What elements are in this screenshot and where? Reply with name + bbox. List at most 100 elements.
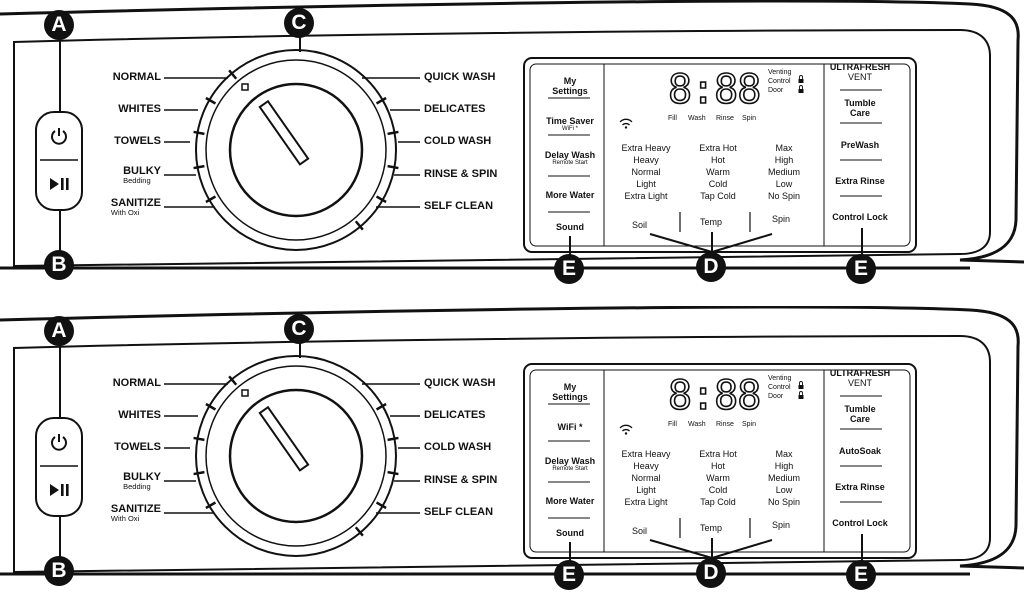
- callout-e-right: E: [846, 254, 876, 284]
- cycle-option[interactable]: WHITES: [118, 410, 161, 421]
- soil-option: Normal: [631, 473, 661, 483]
- panel-outline: [13, 28, 991, 268]
- play-pause-icon: [50, 178, 69, 190]
- button-label: Control Lock: [832, 212, 888, 222]
- lock-icon: [798, 75, 804, 83]
- right-option-button[interactable]: Tumble Care: [828, 404, 892, 424]
- soil-button[interactable]: Soil: [632, 220, 648, 230]
- knob-indicator: [241, 83, 249, 91]
- cycle-option[interactable]: TOWELS: [114, 442, 161, 453]
- spin-button[interactable]: Spin: [772, 520, 791, 530]
- button-sublabel: Remote Start: [552, 160, 588, 166]
- right-option-button[interactable]: Control Lock: [828, 518, 892, 528]
- cycle-option[interactable]: COLD WASH: [424, 135, 492, 147]
- spin-button[interactable]: Spin: [772, 214, 791, 224]
- button-label: PreWash: [840, 140, 880, 150]
- time-display: 8:88: [667, 67, 762, 113]
- venting-indicator: Venting: [768, 375, 792, 382]
- soil-option: Extra Heavy: [621, 143, 671, 153]
- power-button[interactable]: [37, 114, 81, 158]
- stage-indicator: Rinse: [716, 421, 734, 428]
- left-option-button[interactable]: More Water: [538, 190, 602, 200]
- right-option-button[interactable]: Tumble Care: [828, 98, 892, 118]
- right-option-button[interactable]: Control Lock: [828, 212, 892, 222]
- soil-option: Heavy: [633, 155, 659, 165]
- cycle-option[interactable]: NORMAL: [113, 72, 161, 83]
- spin-option: Low: [775, 179, 793, 189]
- left-option-button[interactable]: My Settings: [538, 76, 602, 96]
- dial-tick: [193, 164, 205, 170]
- start-pause-button[interactable]: [37, 162, 81, 206]
- dial-tick: [228, 69, 238, 80]
- control-lock-indicator: Control: [768, 384, 791, 391]
- cycle-option[interactable]: TOWELS: [114, 136, 161, 147]
- cycle-option[interactable]: RINSE & SPIN: [424, 168, 498, 180]
- callout-b: B: [44, 250, 74, 280]
- spin-option: Low: [775, 485, 793, 495]
- temp-button[interactable]: Temp: [700, 217, 723, 227]
- button-label: Delay Wash: [544, 150, 596, 160]
- button-sublabel: VENT: [847, 72, 872, 82]
- dial-tick: [375, 96, 387, 105]
- right-option-button[interactable]: AutoSoak: [828, 446, 892, 456]
- door-lock-indicator: Door: [768, 393, 784, 400]
- left-option-button[interactable]: Sound: [538, 528, 602, 538]
- callout-c: C: [284, 8, 314, 38]
- right-option-button[interactable]: PreWash: [828, 140, 892, 150]
- left-option-button[interactable]: More Water: [538, 496, 602, 506]
- callout-d: D: [696, 558, 726, 588]
- callout-e-left: E: [554, 254, 584, 284]
- temp-option: Cold: [708, 485, 728, 495]
- power-button[interactable]: [37, 420, 81, 464]
- callout-b: B: [44, 556, 74, 586]
- cycle-option[interactable]: NORMAL: [113, 378, 161, 389]
- knob-outer-ring: [195, 355, 397, 557]
- cycle-option[interactable]: QUICK WASH: [424, 71, 496, 83]
- button-label: Delay Wash: [544, 456, 596, 466]
- lock-icon: [798, 391, 804, 399]
- left-option-button[interactable]: WiFi *: [538, 422, 602, 432]
- callout-line-d: [649, 233, 713, 253]
- soil-option: Light: [636, 485, 656, 495]
- cycle-option[interactable]: SELF CLEAN: [424, 200, 494, 212]
- knob-inner-ring: [205, 365, 387, 547]
- cycle-option[interactable]: SELF CLEAN: [424, 506, 494, 518]
- right-option-button[interactable]: Extra Rinse: [828, 482, 892, 492]
- button-label: Sound: [556, 222, 584, 232]
- button-label: AutoSoak: [838, 446, 881, 456]
- cycle-option[interactable]: WHITES: [118, 104, 161, 115]
- start-pause-button[interactable]: [37, 468, 81, 512]
- soil-button[interactable]: Soil: [632, 526, 648, 536]
- spin-option: No Spin: [767, 497, 801, 507]
- stage-indicator: Spin: [742, 421, 757, 428]
- left-option-button[interactable]: My Settings: [538, 382, 602, 402]
- button-sublabel: Remote Start: [552, 466, 588, 472]
- knob-pointer: [258, 405, 310, 472]
- cycle-option[interactable]: DELICATES: [424, 103, 486, 115]
- wifi-icon: [619, 118, 633, 129]
- soil-option: Extra Light: [624, 497, 668, 507]
- cycle-option-sublabel: With Oxi: [110, 514, 140, 523]
- venting-indicator: Venting: [768, 69, 792, 76]
- cycle-option[interactable]: QUICK WASH: [424, 377, 496, 389]
- cycle-option-label: BULKY: [123, 471, 161, 483]
- temp-button[interactable]: Temp: [700, 523, 723, 533]
- stage-indicator: Fill: [668, 115, 677, 122]
- wifi-icon: [619, 424, 633, 435]
- cycle-option[interactable]: DELICATES: [424, 409, 486, 421]
- left-option-button[interactable]: Sound: [538, 222, 602, 232]
- stage-indicator: Spin: [742, 115, 757, 122]
- right-option-button[interactable]: Extra Rinse: [828, 176, 892, 186]
- cycle-option[interactable]: RINSE & SPIN: [424, 474, 498, 486]
- cycle-option[interactable]: COLD WASH: [424, 441, 492, 453]
